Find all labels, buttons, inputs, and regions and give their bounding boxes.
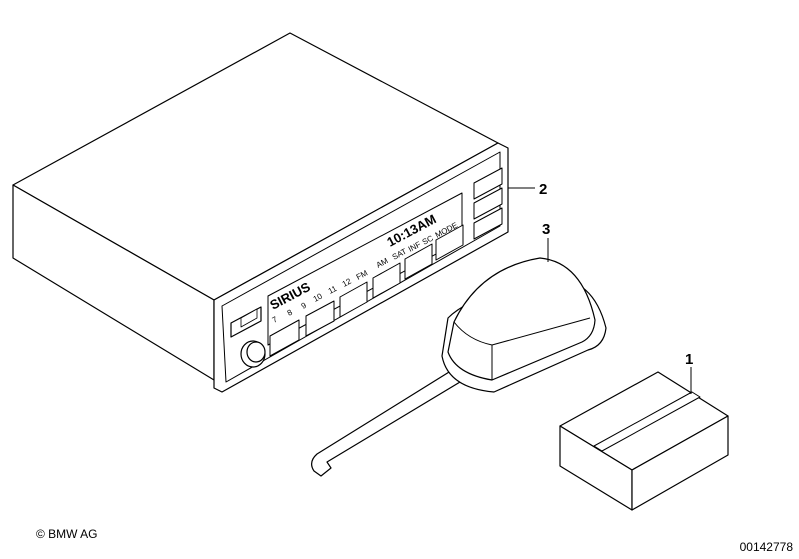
diagram-id: 00142778: [739, 540, 793, 554]
callout-2: 2: [539, 181, 547, 198]
callout-leaders: [508, 187, 692, 394]
box-right-face: [631, 415, 729, 511]
satellite-antenna: [311, 257, 607, 477]
display-preset-8: 8: [286, 307, 295, 317]
copyright-notice: © BMW AG: [36, 527, 98, 541]
callout-3: 3: [542, 221, 550, 238]
callout-1: 1: [685, 351, 693, 368]
display-preset-7: 7: [271, 314, 280, 324]
display-preset-9: 9: [300, 300, 309, 310]
part-box: [559, 371, 729, 511]
box-tape-seam: [593, 391, 701, 452]
tuner-preset-buttons: [269, 224, 464, 357]
antenna-dome: [447, 257, 596, 381]
tuner-side-buttons: [473, 167, 503, 240]
antenna-cable: [311, 363, 471, 477]
tuner-knob: [240, 340, 266, 368]
satellite-tuner-unit: [12, 32, 509, 393]
